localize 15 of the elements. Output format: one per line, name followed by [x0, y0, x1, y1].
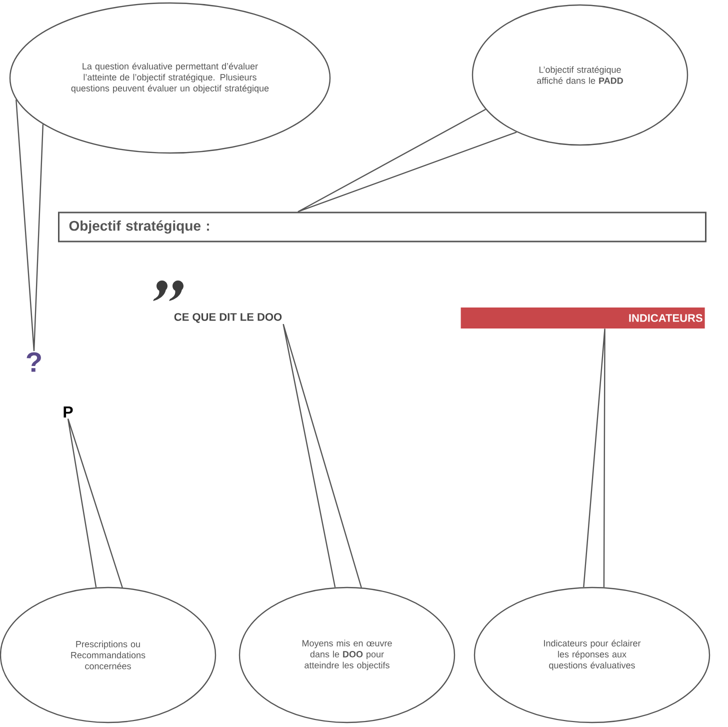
callout-bubble: La question évaluative permettant d’évaluer l’atteinte de l’objectif stratégique. Plusieurs questions peuvent évaluer un objectif stratégique [9, 2, 331, 154]
callout-bubble: Indicateurs pour éclairer les réponses aux questions évaluatives [474, 586, 710, 724]
title-box: Objectif stratégique : [58, 212, 706, 242]
callout-tail [297, 108, 518, 212]
section-heading: CE QUE DIT LE DOO [174, 313, 282, 323]
callout-tail [282, 324, 362, 588]
section-bar: INDICATEURS [460, 308, 705, 328]
callout-bubble: L’objectif stratégique affiché dans le PADD [472, 4, 688, 146]
callout-bubble: Prescriptions ou Recommandations concernées [0, 586, 216, 724]
callout-bubble: Moyens mis en œuvre dans le DOO pour atteindre les objectifs [238, 586, 456, 724]
callout-tail [67, 418, 123, 588]
letter-label: P [64, 406, 73, 418]
callout-tail [16, 99, 44, 352]
question-mark: ? [26, 352, 41, 372]
callout-tail [583, 328, 606, 588]
